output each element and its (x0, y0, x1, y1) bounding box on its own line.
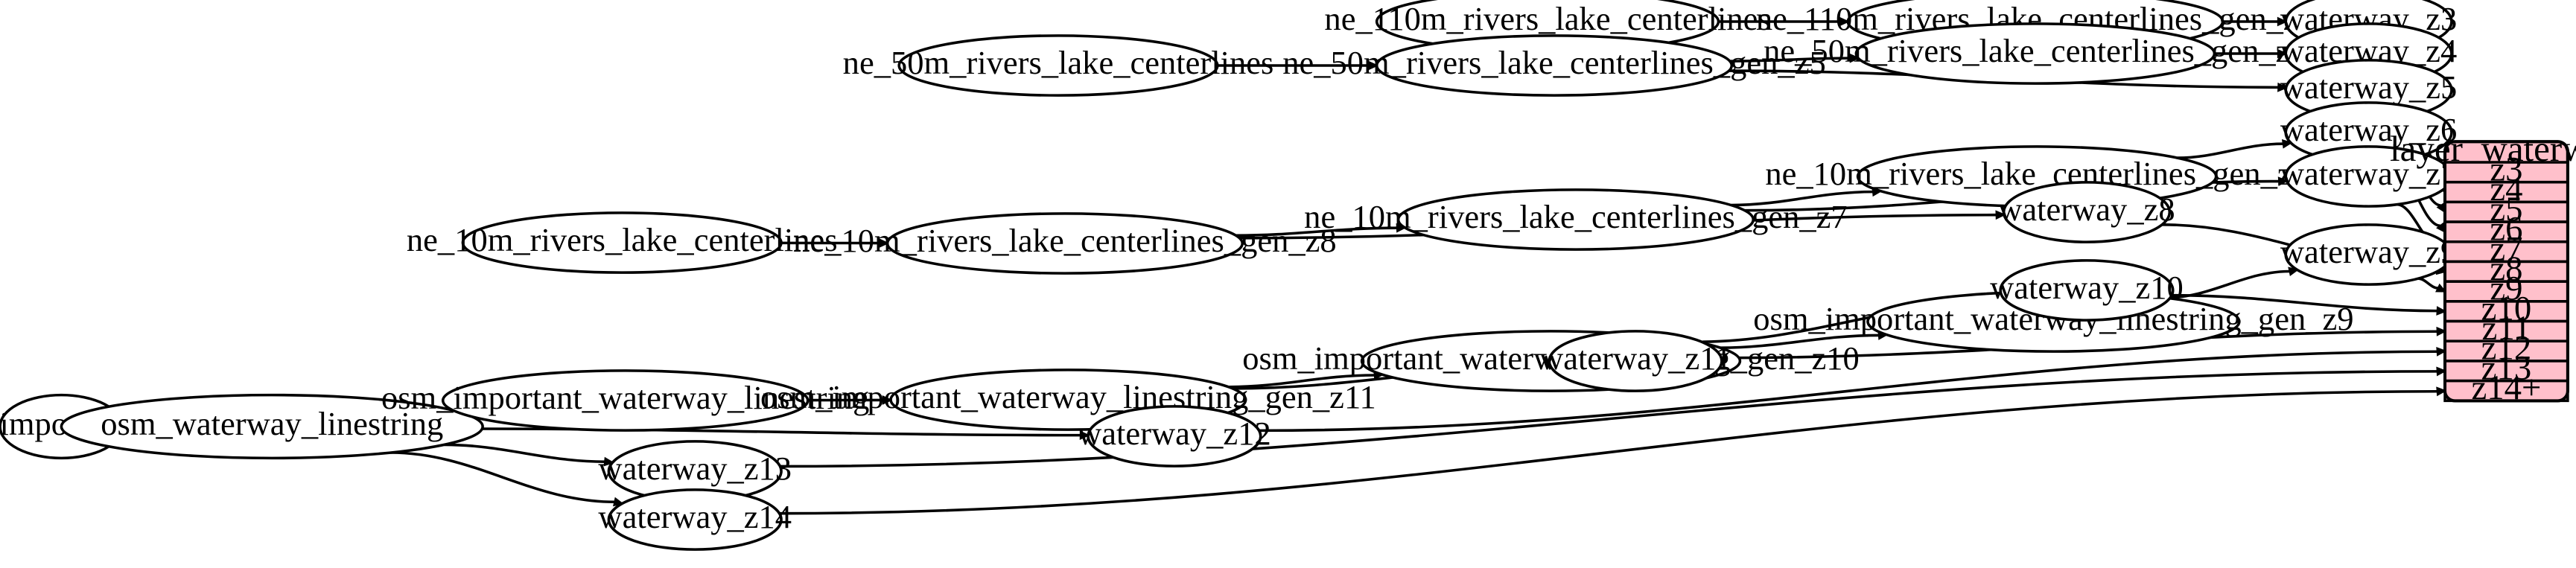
node-ellipse (1375, 34, 1734, 97)
node-waterway_z13[interactable]: waterway_z13 (598, 440, 792, 502)
edge-waterway_z10--to--layer_waterway_z10 (2172, 293, 2437, 313)
edge-osm_waterway_linestring--to--waterway_z14 (390, 451, 615, 504)
node-ellipse (885, 212, 1244, 275)
edge-ne_50m_rivers_lake_centerlines_gen_z5--to--ne_50m_rivers_lake_centerlines_gen_z4 (1729, 57, 1851, 63)
node-ellipse (897, 34, 1219, 97)
node-osm_important_waterway_linestring_gen_z11[interactable]: osm_important_waterway_linestring_gen_z1… (760, 368, 1376, 431)
node-waterway_z9[interactable]: waterway_z9 (2280, 223, 2457, 286)
node-label: waterway_z8 (1998, 191, 2175, 228)
node-label: waterway_z14 (598, 498, 792, 535)
node-label: waterway_z5 (2280, 68, 2457, 106)
edge-arrowhead (1368, 60, 1379, 71)
nodes-layer: imposm3osm_waterway_linestringosm_import… (0, 0, 2457, 551)
edge-osm_waterway_linestring--to--waterway_z13 (444, 443, 605, 463)
edge-waterway_z13--to--layer_waterway_z13 (780, 370, 2437, 468)
node-label: waterway_z7 (2280, 155, 2457, 192)
edge-arrowhead (2281, 138, 2293, 149)
edge-arrowhead (1839, 16, 1850, 27)
edge-osm_important_waterway_linestring_gen_z11--to--osm_important_waterway_linestring_gen_z10 (1228, 374, 1375, 389)
node-osm_important_waterway_linestring[interactable]: osm_important_waterway_linestring (381, 369, 869, 432)
edge-osm_important_waterway_linestring_gen_z9--to--waterway_z9 (2165, 269, 2290, 299)
edge-arrowhead (2436, 366, 2447, 377)
edge-arrowhead (2277, 82, 2289, 92)
node-label: ne_50m_rivers_lake_centerlines_gen_z4 (1764, 32, 2307, 69)
edge-arrowhead (603, 456, 615, 467)
node-ne_10m_rivers_lake_centerlines_gen_z7[interactable]: ne_10m_rivers_lake_centerlines_gen_z7 (1304, 188, 1848, 251)
node-label: waterway_z13 (598, 450, 792, 487)
node-ellipse (2002, 181, 2172, 243)
node-label: waterway_z9 (2280, 233, 2457, 270)
edge-arrowhead (879, 238, 890, 248)
edge-arrowhead (2436, 386, 2447, 397)
node-label: ne_50m_rivers_lake_centerlines_gen_z5 (1282, 44, 1826, 81)
node-label: ne_10m_rivers_lake_centerlines_gen_z6 (1765, 155, 2309, 192)
edge-arrowhead (2277, 48, 2288, 59)
node-ellipse (1999, 259, 2175, 322)
node-label: ne_10m_rivers_lake_centerlines_gen_z8 (793, 222, 1337, 259)
node-waterway_z12[interactable]: waterway_z12 (1078, 405, 1271, 468)
edge-arrowhead (2435, 283, 2447, 293)
edge-osm_important_waterway_linestring_gen_z10--to--osm_important_waterway_linestring_gen_z9 (1720, 334, 1879, 349)
edge-arrowhead (2277, 176, 2289, 187)
edge-arrowhead (2436, 306, 2447, 316)
layer-waterway-table: layer_waterwayz3z4z5z6z7z8z9z10z11z12z13… (2390, 128, 2576, 407)
node-label: ne_10m_rivers_lake_centerlines_gen_z7 (1304, 198, 1848, 235)
node-label: waterway_z10 (1990, 269, 2184, 306)
node-ellipse (1854, 22, 2216, 85)
node-waterway_z8[interactable]: waterway_z8 (1998, 181, 2175, 243)
node-ellipse (1087, 405, 1262, 468)
node-ne_10m_rivers_lake_centerlines[interactable]: ne_10m_rivers_lake_centerlines (407, 211, 838, 274)
node-ne_50m_rivers_lake_centerlines[interactable]: ne_50m_rivers_lake_centerlines (843, 34, 1274, 97)
edge-arrowhead (2436, 326, 2447, 336)
node-waterway_z6[interactable]: waterway_z6 (2280, 101, 2457, 164)
edge-arrowhead (1849, 53, 1860, 63)
node-label: waterway_z12 (1078, 415, 1271, 452)
node-label: ne_10m_rivers_lake_centerlines (407, 221, 838, 258)
node-ne_50m_rivers_lake_centerlines_gen_z4[interactable]: ne_50m_rivers_lake_centerlines_gen_z4 (1764, 22, 2307, 85)
node-ne_10m_rivers_lake_centerlines_gen_z8[interactable]: ne_10m_rivers_lake_centerlines_gen_z8 (793, 212, 1337, 275)
edge-arrowhead (2436, 346, 2447, 357)
edge-waterway_z12--to--layer_waterway_z12 (1259, 350, 2437, 433)
node-label: osm_important_waterway_linestring_gen_z1… (760, 378, 1376, 415)
node-label: waterway_z11 (1539, 339, 1731, 377)
node-ellipse (1548, 330, 1723, 392)
edge-ne_10m_rivers_lake_centerlines_gen_z6--to--waterway_z6 (2177, 142, 2283, 159)
edge-waterway_z14--to--layer_waterway_z14plus (779, 389, 2437, 515)
edge-arrowhead (1079, 430, 1090, 441)
node-waterway_z10[interactable]: waterway_z10 (1990, 259, 2184, 322)
node-ellipse (441, 369, 810, 432)
node-label: osm_waterway_linestring (101, 405, 443, 442)
edge-arrowhead (2277, 16, 2288, 27)
node-label: ne_110m_rivers_lake_centerlines (1324, 0, 1770, 37)
edge-ne_10m_rivers_lake_centerlines_gen_z7--to--ne_10m_rivers_lake_centerlines_gen_z6 (1731, 190, 1874, 207)
node-ellipse (1396, 188, 1755, 251)
node-waterway_z11[interactable]: waterway_z11 (1539, 330, 1731, 392)
node-label: ne_50m_rivers_lake_centerlines (843, 44, 1274, 81)
node-waterway_z14[interactable]: waterway_z14 (598, 488, 792, 551)
layer-waterway-table-outline (2443, 140, 2569, 403)
node-label: waterway_z6 (2280, 111, 2457, 148)
node-waterway_z5[interactable]: waterway_z5 (2280, 59, 2457, 121)
edge-arrowhead (882, 395, 893, 405)
node-ellipse (60, 393, 484, 460)
edge-arrowhead (1995, 210, 2006, 220)
node-label: osm_important_waterway_linestring (381, 379, 869, 416)
node-ellipse (607, 488, 783, 551)
node-ne_50m_rivers_lake_centerlines_gen_z5[interactable]: ne_50m_rivers_lake_centerlines_gen_z5 (1282, 34, 1826, 97)
edge-waterway_z9--to--layer_waterway_z9 (2417, 277, 2439, 290)
node-osm_waterway_linestring[interactable]: osm_waterway_linestring (60, 393, 484, 460)
edge-ne_10m_rivers_lake_centerlines_gen_z8--to--ne_10m_rivers_lake_centerlines_gen_z7 (1235, 226, 1398, 237)
node-ellipse (461, 211, 783, 274)
